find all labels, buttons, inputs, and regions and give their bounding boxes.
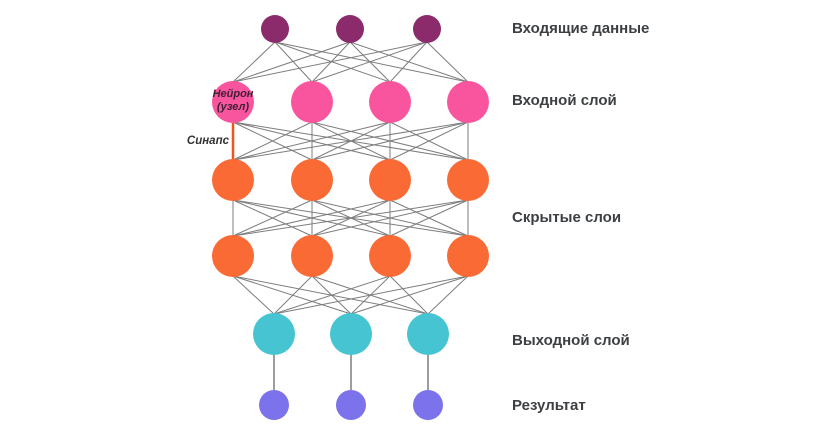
output-layer-node-3 bbox=[407, 313, 449, 355]
connection-line bbox=[273, 275, 391, 315]
connection-line bbox=[350, 275, 469, 315]
connection-line bbox=[273, 275, 313, 315]
label-result: Результат bbox=[512, 397, 586, 414]
hidden-layer-1-node-1 bbox=[212, 159, 254, 201]
input-data-node-2 bbox=[336, 15, 364, 43]
hidden-layer-2-node-4 bbox=[447, 235, 489, 277]
connection-line bbox=[311, 121, 469, 161]
input-data-node-1 bbox=[261, 15, 289, 43]
neuron-caption-line2: (узел) bbox=[216, 101, 250, 113]
connection-line bbox=[311, 199, 469, 237]
connection-line bbox=[389, 199, 469, 237]
connection-line bbox=[232, 121, 313, 161]
synapse-caption: Синапс bbox=[186, 135, 229, 147]
connection-line bbox=[274, 41, 313, 83]
result-node-2 bbox=[336, 390, 366, 420]
connection-line bbox=[389, 41, 428, 83]
input-data-node-3 bbox=[413, 15, 441, 43]
connection-line bbox=[232, 275, 352, 315]
connection-line bbox=[273, 275, 469, 315]
input-layer-node-3 bbox=[369, 81, 411, 123]
connection-line bbox=[232, 41, 351, 83]
hidden-layer-1-node-3 bbox=[369, 159, 411, 201]
connection-line bbox=[232, 199, 313, 237]
label-output-layer: Выходной слой bbox=[512, 332, 630, 349]
output-layer-node-2 bbox=[330, 313, 372, 355]
neuron-node-caption: Нейрон (узел) bbox=[193, 88, 273, 114]
input-layer-node-2 bbox=[291, 81, 333, 123]
connection-line bbox=[232, 121, 391, 161]
hidden-layer-2-node-3 bbox=[369, 235, 411, 277]
neuron-caption-line1: Нейрон bbox=[212, 88, 254, 100]
connection-line bbox=[274, 41, 391, 83]
connection-line bbox=[232, 199, 391, 237]
input-layer-node-1 bbox=[212, 81, 254, 123]
connection-line bbox=[426, 41, 469, 83]
output-layer-node-1 bbox=[253, 313, 295, 355]
hidden-layer-1-node-4 bbox=[447, 159, 489, 201]
hidden-layer-2-node-1 bbox=[212, 235, 254, 277]
connection-line bbox=[389, 121, 469, 161]
connection-line bbox=[311, 41, 428, 83]
input-layer-node-4 bbox=[447, 81, 489, 123]
hidden-layer-1-node-2 bbox=[291, 159, 333, 201]
result-node-3 bbox=[413, 390, 443, 420]
connection-line bbox=[427, 275, 469, 315]
result-node-1 bbox=[259, 390, 289, 420]
label-input-data: Входящие данные bbox=[512, 20, 650, 37]
connection-line bbox=[274, 41, 469, 83]
connection-line bbox=[232, 41, 276, 83]
label-input-layer: Входной слой bbox=[512, 92, 617, 109]
hidden-layer-2-node-2 bbox=[291, 235, 333, 277]
connection-line bbox=[232, 275, 275, 315]
label-hidden-layers: Скрытые слои bbox=[512, 209, 622, 226]
connection-line bbox=[232, 41, 428, 83]
connection-line bbox=[232, 199, 469, 237]
connection-line bbox=[232, 121, 469, 161]
